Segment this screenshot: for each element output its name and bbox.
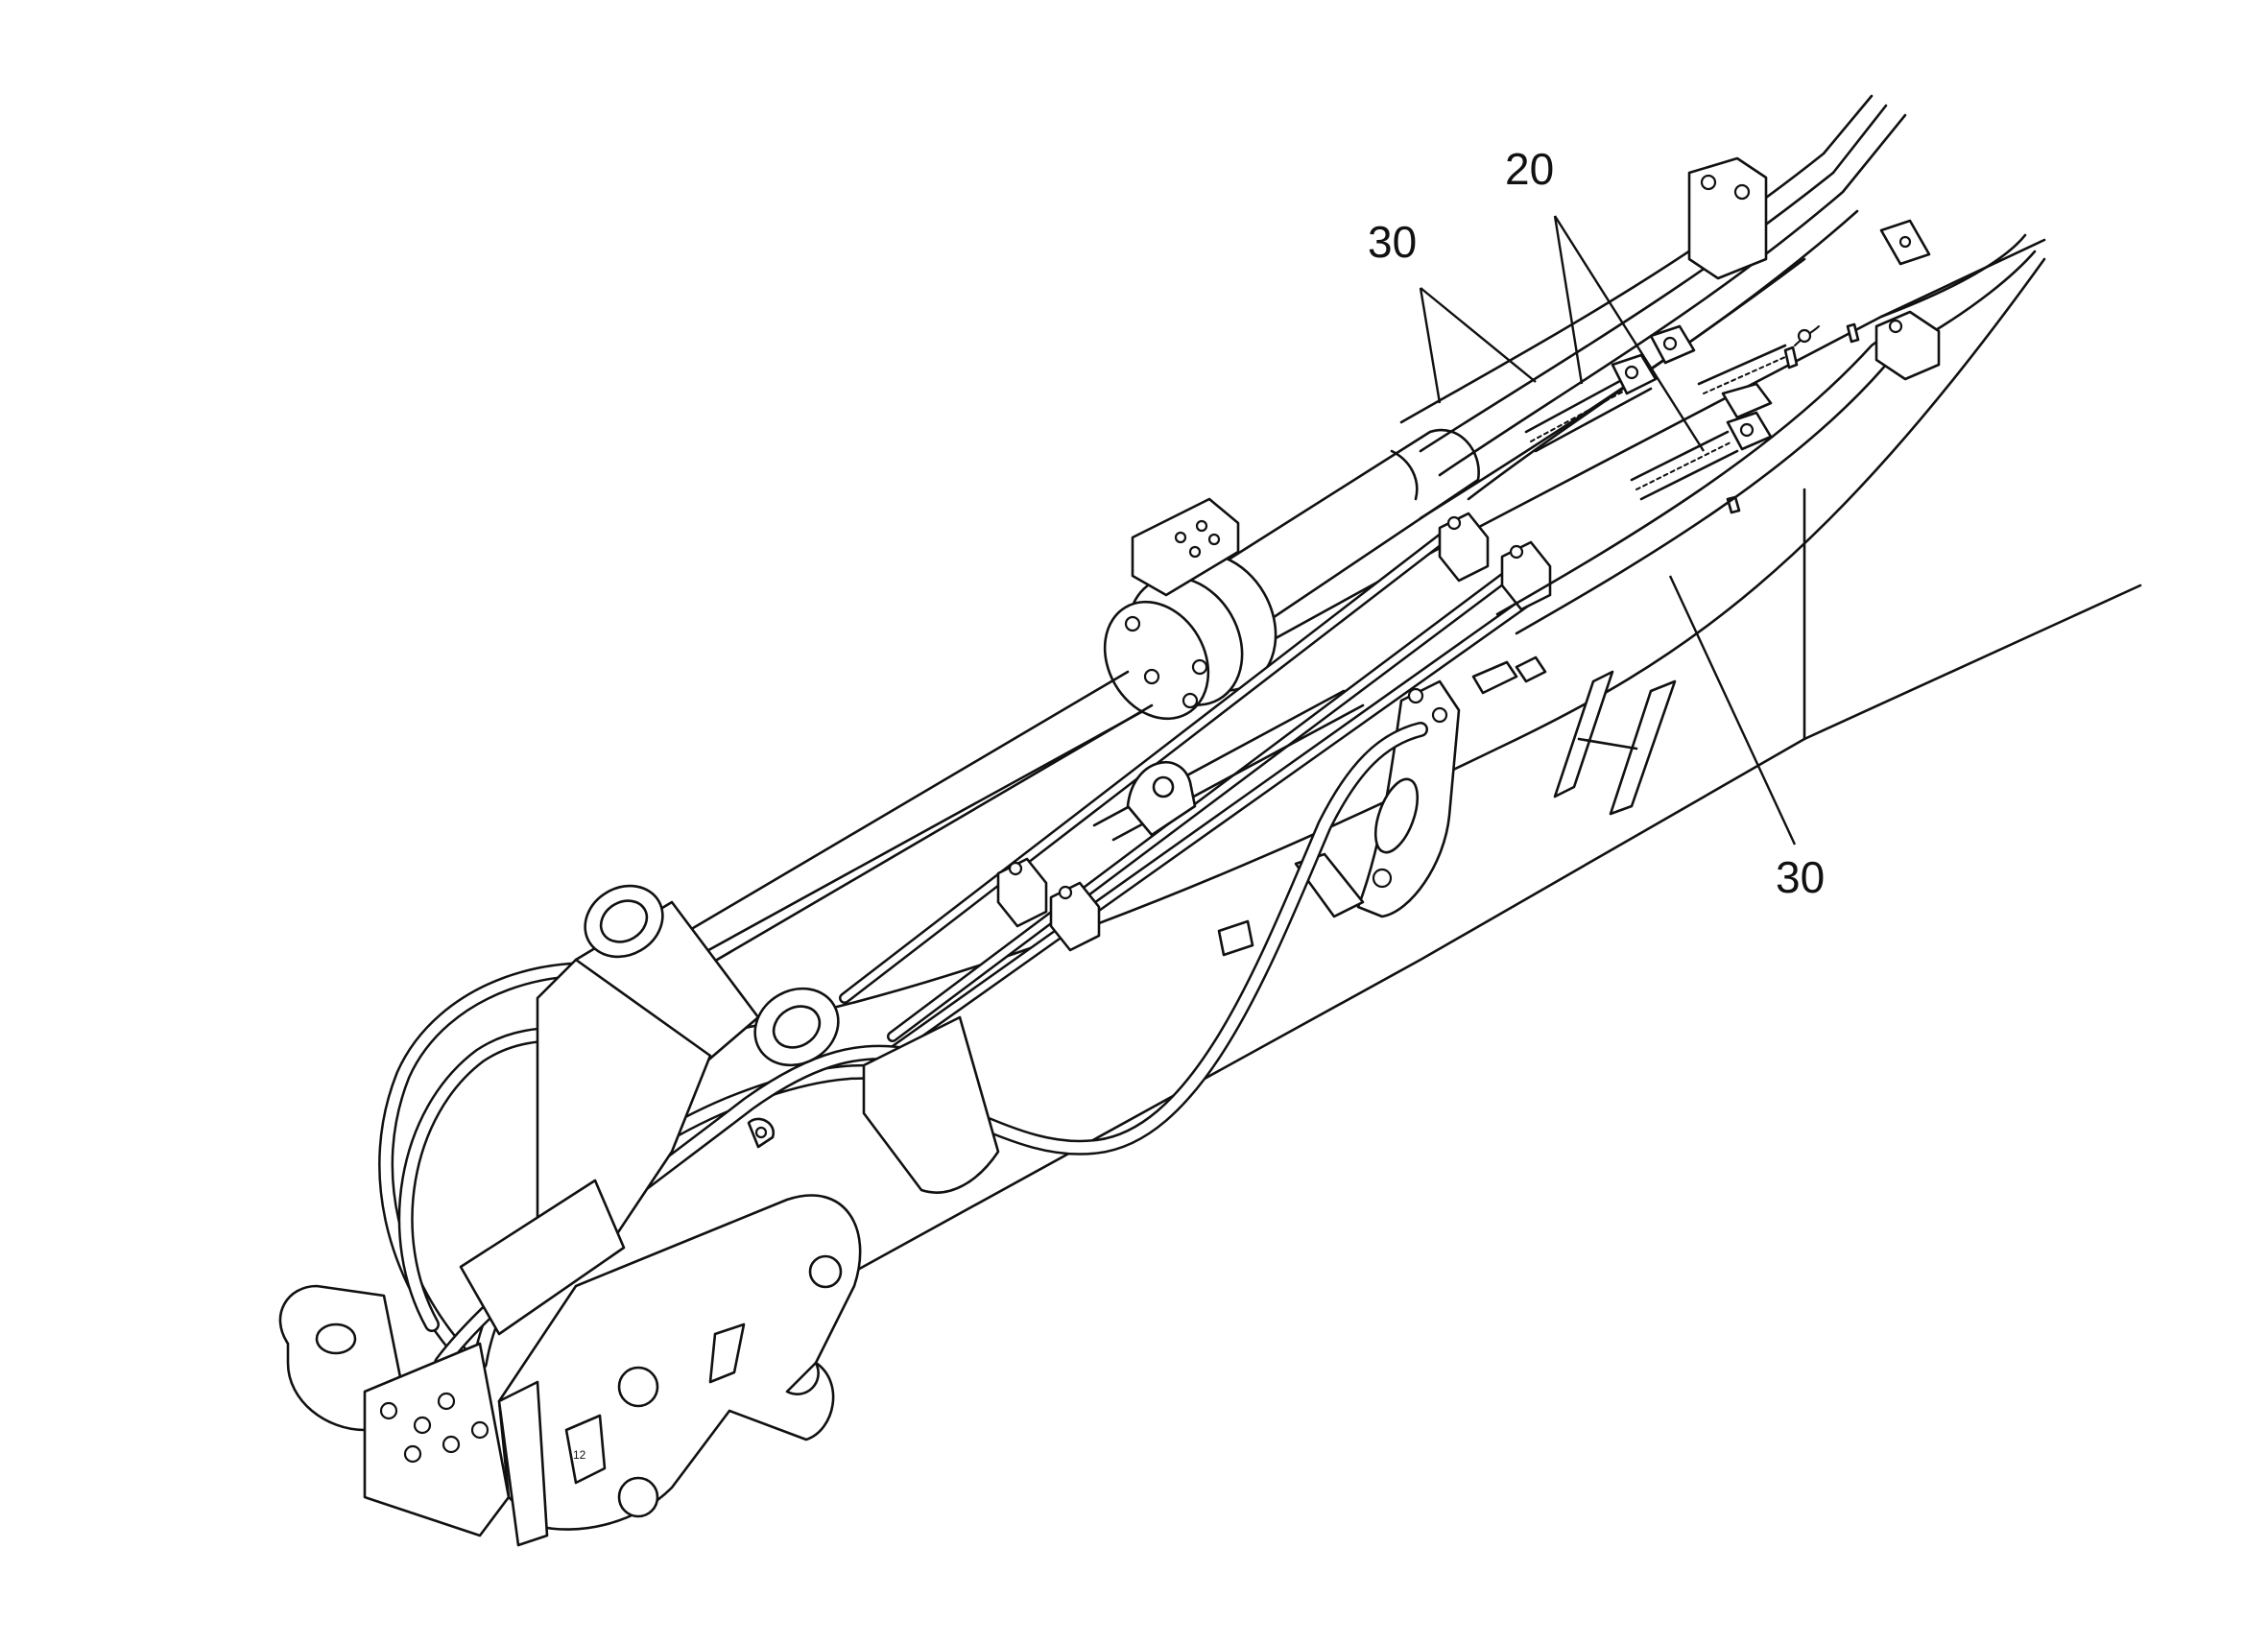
mid-bracket (1294, 655, 1547, 918)
svg-text:12: 12 (573, 1448, 586, 1462)
boom-structure (536, 233, 2142, 1274)
callout-labels: 30 20 30 (1368, 144, 1825, 902)
bracket-plates (1217, 670, 1677, 957)
callout-30-lower: 30 (1776, 852, 1825, 902)
callout-20: 20 (1505, 144, 1554, 194)
leader-20-b (1553, 215, 1706, 452)
right-side-hose (1495, 310, 1941, 635)
leader-30-lower (1668, 575, 1797, 846)
leader-20-a (1553, 215, 1584, 385)
quick-coupler: 12 (278, 884, 1000, 1547)
callout-30-upper: 30 (1368, 217, 1417, 267)
leader-30-upper-a (1419, 287, 1442, 404)
upper-hose-bundle (1399, 94, 1931, 520)
hydraulic-cylinder (670, 428, 1480, 971)
leader-30-upper-b (1420, 287, 1537, 383)
hose-fittings-group (1524, 322, 1860, 514)
rod-assembly (839, 512, 1552, 1071)
